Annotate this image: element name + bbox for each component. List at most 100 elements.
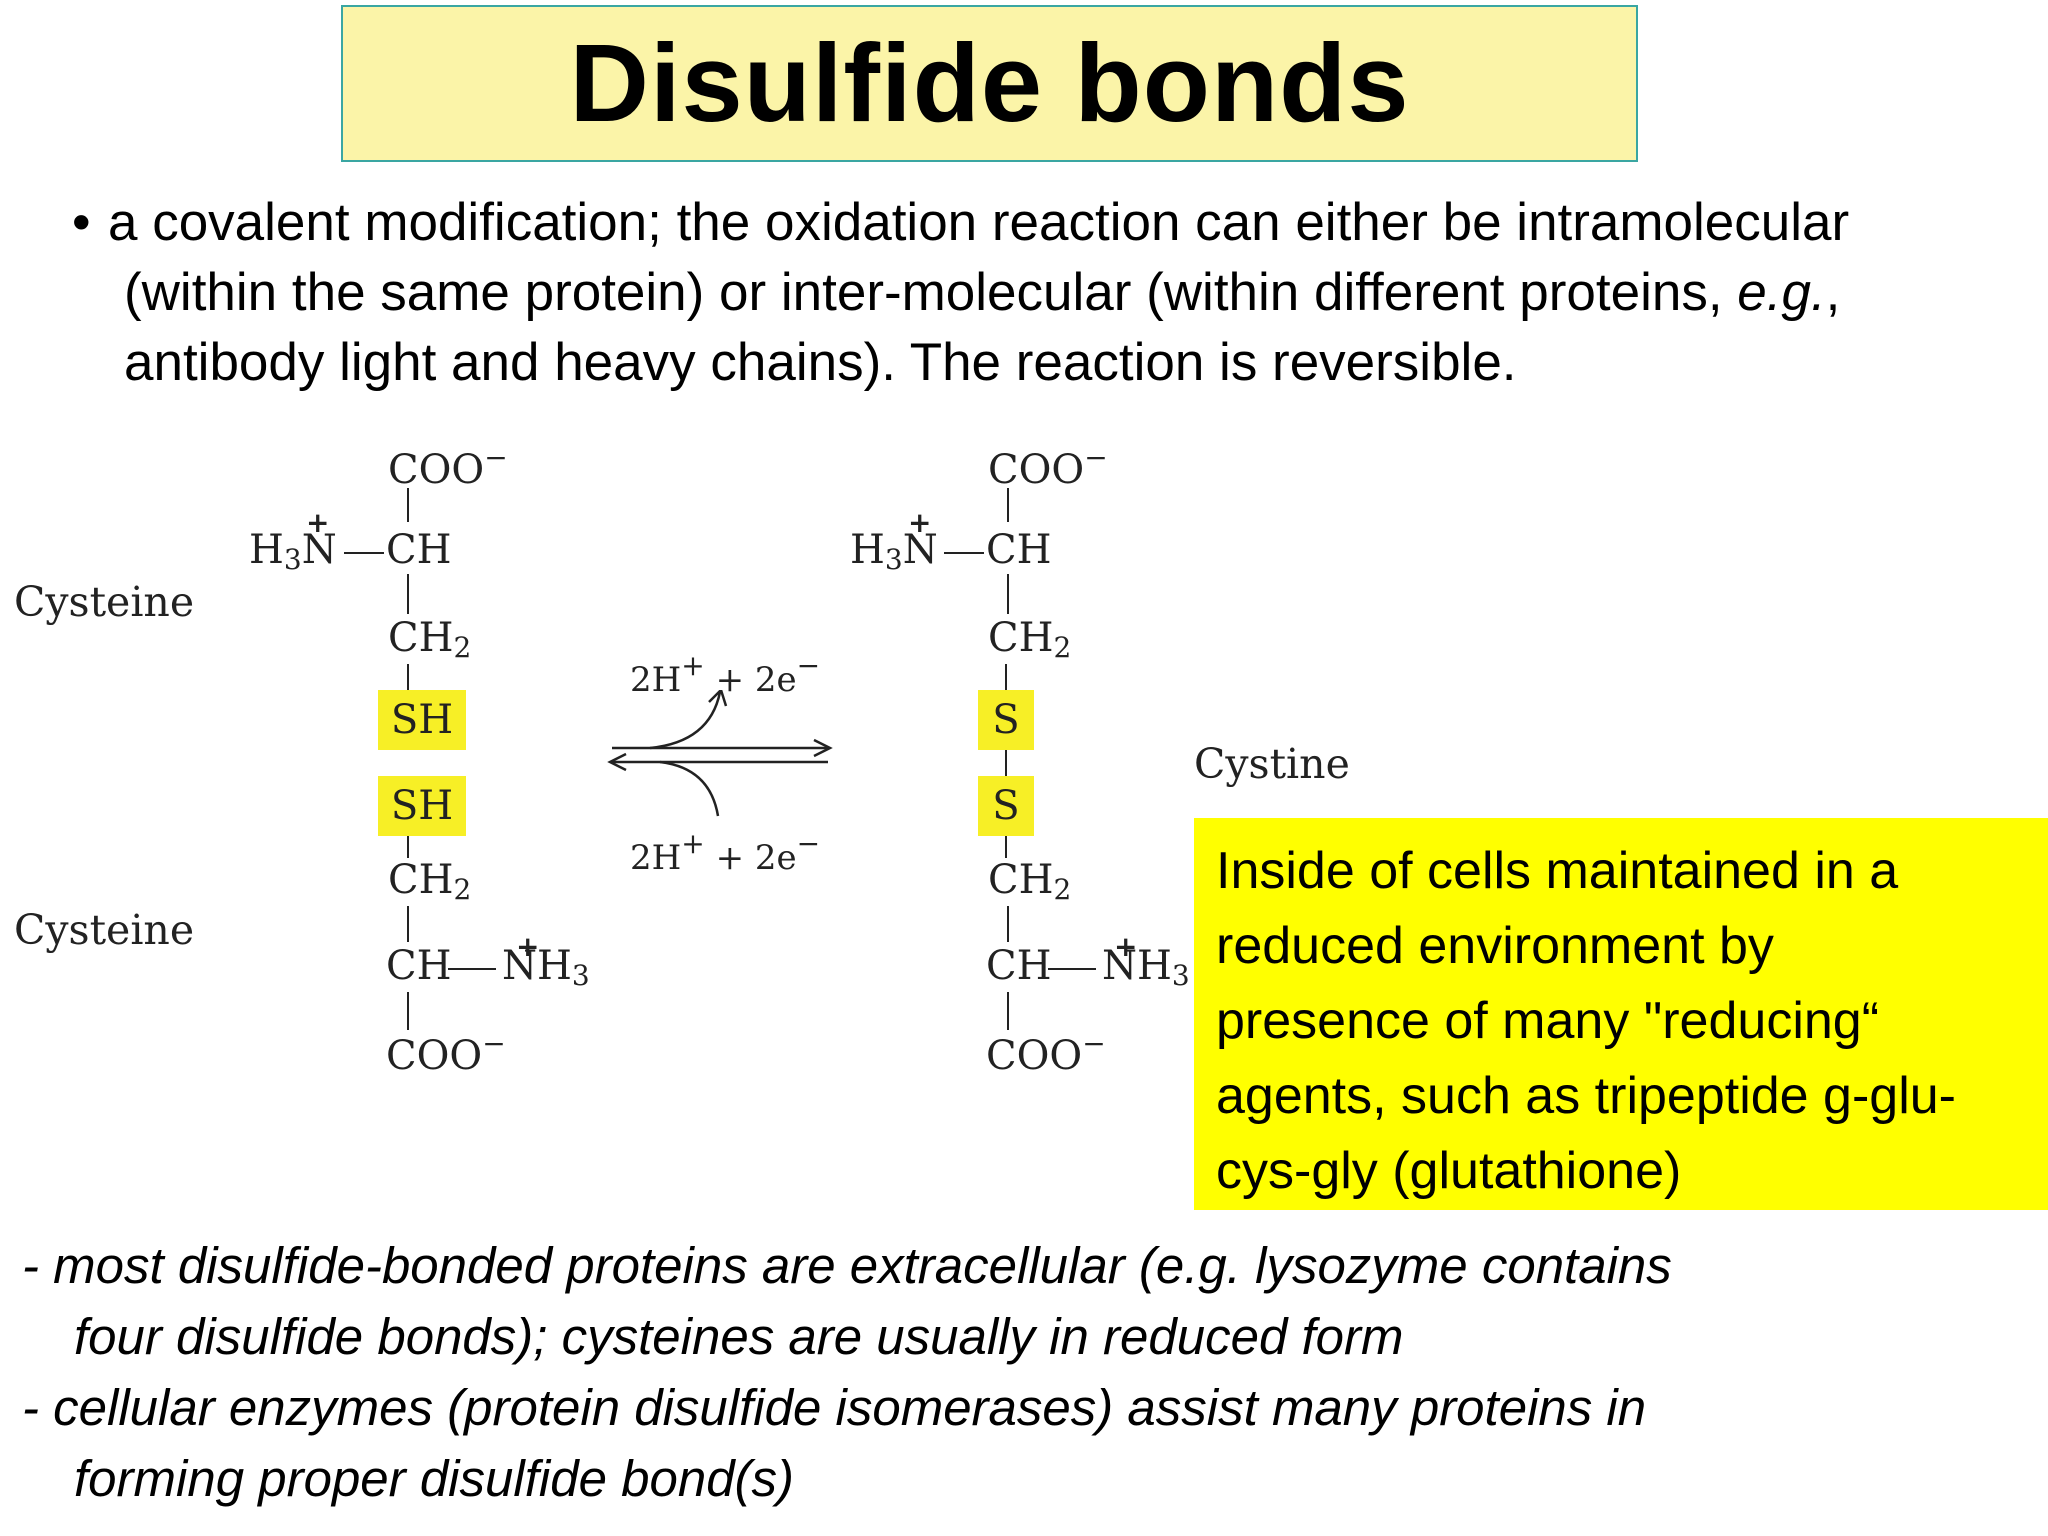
reaction-2h: 2H [630,838,682,878]
release-curve [649,691,722,750]
equilibrium-arrows-icon [607,690,833,817]
subscript: 2 [1053,873,1072,906]
right-ch-bottom: CH [986,943,1052,989]
ch2-text: CH [388,857,454,903]
n-text: N [902,527,938,573]
release-arrowhead [708,690,728,707]
charge-plus: + [681,649,705,682]
ch2-text: CH [388,615,454,661]
bond [344,552,384,554]
bullet-dot: • [72,193,91,252]
h-text: H [850,527,885,573]
charge-plus: + [1114,930,1138,963]
charge-minus: − [796,827,821,860]
callout-line-2: reduced environment by [1216,917,1774,975]
subscript: 2 [1053,631,1072,664]
notes-block: - most disulfide-bonded proteins are ext… [22,1230,1672,1514]
charge-plus: + [908,506,932,539]
left-ch-top: CH [386,527,452,573]
charge-minus: − [796,649,821,682]
label-cystine: Cystine [1194,740,1350,788]
reaction-label-top: 2H+ + 2e− [630,649,821,700]
right-ch2-top: CH2 [988,618,1071,662]
slide-title: Disulfide bonds [569,22,1410,145]
highlight-sh-bottom: SH [378,776,466,836]
highlight-s-bottom: S [978,776,1034,836]
left-ch2-top: CH2 [388,618,471,662]
intro-line-1: a covalent modification; the oxidation r… [108,193,1850,252]
reaction-2e: + 2e [704,838,797,878]
reaction-2h: 2H [630,660,682,700]
charge-plus: + [681,827,705,860]
bond [407,836,409,858]
right-nh3-bottom: NH3 [1102,946,1190,990]
bond [407,992,409,1030]
bond [407,664,409,690]
left-coo-bottom: COO− [386,1027,506,1079]
callout-line-4: agents, such as tripeptide g-glu- [1216,1067,1956,1125]
disulfide-bond [1005,750,1007,776]
nh-text: NH [1102,943,1172,989]
right-s-top: S [992,697,1020,743]
n-text: N [301,527,337,573]
forward-arrowhead [813,738,833,758]
subscript: 3 [283,543,302,576]
right-coo-bottom: COO− [986,1027,1106,1079]
coo-text: COO [986,1033,1083,1079]
bond [1007,488,1009,522]
charge-plus: + [306,506,330,539]
note-2-line-2: forming proper disulfide bond(s) [74,1450,795,1507]
right-s-bottom: S [992,783,1020,829]
bond [448,968,496,970]
bond [1007,906,1009,942]
intro-line-2-text: (within the same protein) or inter-molec… [124,263,1738,322]
note-1-line-1: - most disulfide-bonded proteins are ext… [22,1237,1672,1294]
reaction-2e: + 2e [704,660,797,700]
charge-minus: − [1082,1027,1106,1060]
subscript: 3 [571,959,590,992]
subscript: 3 [1171,959,1190,992]
highlight-sh-top: SH [378,690,466,750]
subscript: 3 [884,543,903,576]
label-cysteine-bottom: Cysteine [14,906,195,954]
left-ch2-bottom: CH2 [388,860,471,904]
charge-minus: − [484,441,508,474]
bond [1048,968,1096,970]
ch2-text: CH [988,615,1054,661]
highlight-s-top: S [978,690,1034,750]
intro-line-2-comma: , [1825,263,1841,322]
cysteine-cystine-reaction-diagram: Cysteine Cysteine Cystine COO− + H3N CH … [0,420,1450,1120]
bond [1007,574,1009,614]
label-cysteine-top: Cysteine [14,578,195,626]
nh-text: NH [502,943,572,989]
right-coo-top: COO− [988,441,1108,493]
bond [1005,664,1007,690]
bond [1007,992,1009,1030]
reaction-label-bottom: 2H+ + 2e− [630,827,821,878]
bond [1005,836,1007,858]
callout-line-1: Inside of cells maintained in a [1216,842,1899,900]
intro-line-2: (within the same protein) or inter-molec… [124,258,1840,328]
subscript: 2 [453,631,472,664]
coo-text: COO [388,447,485,493]
bond [944,552,984,554]
right-ch-top: CH [986,527,1052,573]
coo-text: COO [386,1033,483,1079]
charge-minus: − [1084,441,1108,474]
charge-minus: − [482,1027,506,1060]
title-banner: Disulfide bonds [341,5,1638,162]
coo-text: COO [988,447,1085,493]
charge-plus: + [516,930,540,963]
reducing-environment-callout: Inside of cells maintained in a reduced … [1194,818,2048,1210]
bond [407,488,409,522]
left-ch-bottom: CH [386,943,452,989]
note-1-line-2: four disulfide bonds); cysteines are usu… [74,1308,1404,1365]
right-ch2-bottom: CH2 [988,860,1071,904]
intro-line-2-emphasis: e.g. [1737,263,1826,322]
left-coo-top: COO− [388,441,508,493]
note-2-line-1: - cellular enzymes (protein disulfide is… [22,1379,1647,1436]
bond [407,906,409,942]
left-nh3-bottom: NH3 [502,946,590,990]
left-h3n-top: H3N [249,530,337,574]
h-text: H [249,527,284,573]
